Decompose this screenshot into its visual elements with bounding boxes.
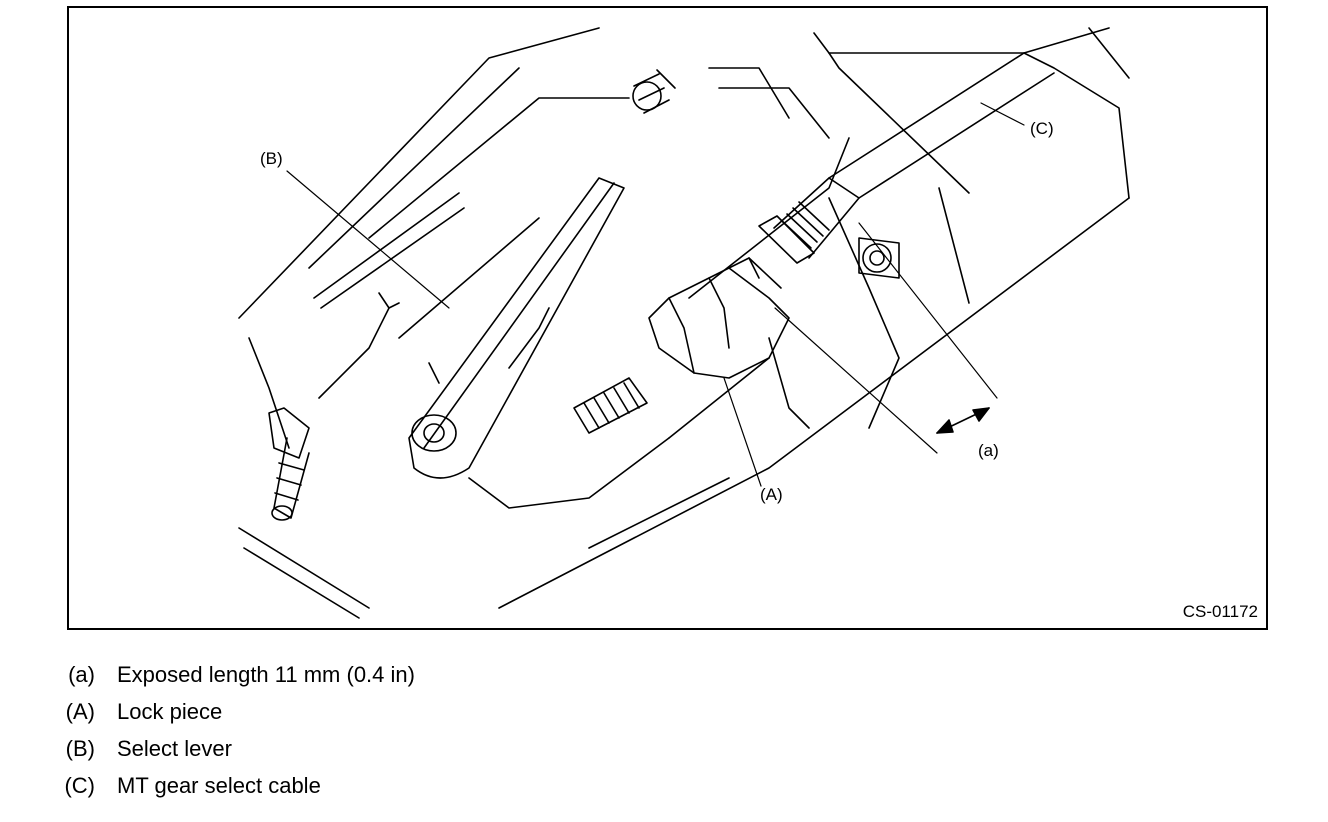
bolt-right bbox=[858, 237, 900, 279]
leader-lines bbox=[286, 102, 1025, 487]
callout-b: (B) bbox=[260, 149, 283, 168]
legend: (a) Exposed length 11 mm (0.4 in) (A) Lo… bbox=[38, 656, 415, 804]
callout-c: (C) bbox=[1030, 119, 1054, 138]
legend-item: (A) Lock piece bbox=[38, 693, 415, 730]
select-lever bbox=[378, 177, 625, 479]
legend-item: (B) Select lever bbox=[38, 730, 415, 767]
figure-id: CS-01172 bbox=[1182, 602, 1258, 621]
legend-text: Select lever bbox=[117, 735, 232, 761]
legend-key: (a) bbox=[68, 661, 95, 687]
legend-key: (C) bbox=[64, 772, 95, 798]
lock-piece bbox=[648, 257, 790, 379]
legend-item: (a) Exposed length 11 mm (0.4 in) bbox=[38, 656, 415, 693]
legend-key: (B) bbox=[65, 735, 95, 761]
callout-a-dimension: (a) bbox=[978, 441, 999, 460]
legend-item: (C) MT gear select cable bbox=[38, 767, 415, 804]
gear-select-cable bbox=[758, 52, 1055, 264]
diagram-figure: (B) (C) (A) (a) CS-01172 bbox=[67, 6, 1268, 630]
spring bbox=[573, 377, 648, 434]
bolt-top bbox=[632, 69, 676, 114]
bolt-left bbox=[268, 407, 310, 521]
legend-text: Exposed length 11 mm (0.4 in) bbox=[117, 661, 415, 687]
dimension-arrow bbox=[936, 407, 990, 434]
legend-text: Lock piece bbox=[117, 698, 223, 724]
callout-a-lower: (A) bbox=[760, 485, 783, 504]
legend-key: (A) bbox=[65, 698, 95, 724]
legend-text: MT gear select cable bbox=[117, 772, 321, 798]
housing-outline bbox=[238, 27, 1130, 619]
mechanism-drawing bbox=[238, 27, 1130, 619]
